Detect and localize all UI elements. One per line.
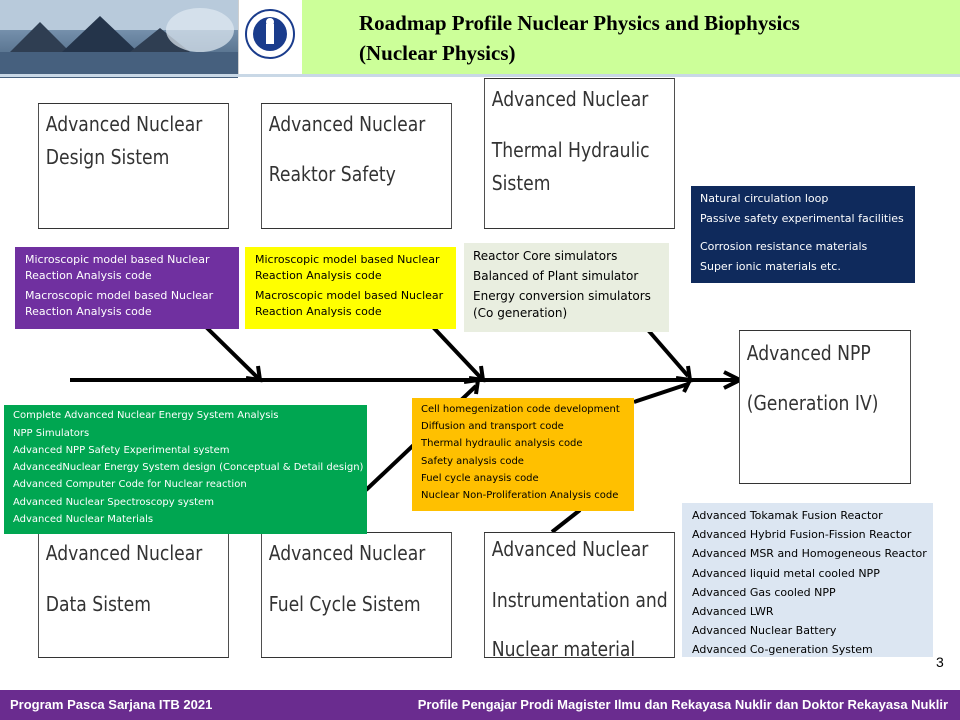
footer-right-text: Profile Pengajar Prodi Magister Ilmu dan… — [417, 697, 948, 712]
note-gray-line: Reactor Core simulators — [473, 249, 618, 263]
note-blue: Advanced Tokamak Fusion Reactor Advanced… — [682, 503, 933, 657]
note-orange-line: Diffusion and transport code — [421, 421, 564, 432]
note-orange-line: Safety analysis code — [421, 456, 524, 467]
header-banner-photo — [0, 0, 238, 78]
note-green: Complete Advanced Nuclear Energy System … — [4, 405, 367, 534]
note-purple-line: Macroscopic model based Nuclear — [25, 289, 214, 302]
note-gray-line: (Co generation) — [473, 306, 568, 320]
box-fuel-line-2: Fuel Cycle Sistem — [268, 592, 421, 616]
note-purple-line: Reaction Analysis code — [25, 305, 152, 318]
box-thermal-line-1: Advanced Nuclear — [491, 87, 649, 111]
page-title: Roadmap Profile Nuclear Physics and Biop… — [359, 8, 800, 68]
note-orange-line: Nuclear Non-Proliferation Analysis code — [421, 490, 619, 501]
rib-safety — [430, 324, 483, 380]
box-reactor-safety: Advanced Nuclear Reaktor Safety — [261, 103, 452, 229]
note-navy: Natural circulation loop Passive safety … — [691, 186, 915, 283]
box-design-line-1: Advanced Nuclear — [45, 112, 203, 136]
title-line-2: (Nuclear Physics) — [359, 41, 516, 65]
box-thermal-hydraulic: Advanced Nuclear Thermal Hydraulic Siste… — [484, 78, 675, 229]
box-thermal-line-3: Sistem — [491, 171, 551, 195]
rib-thermal — [646, 328, 690, 378]
slide-number: 3 — [936, 654, 944, 670]
note-gray-line: Balanced of Plant simulator — [473, 269, 639, 283]
box-data-line-2: Data Sistem — [45, 592, 152, 616]
title-divider — [0, 74, 960, 77]
note-orange-line: Thermal hydraulic analysis code — [421, 438, 583, 449]
note-purple-line: Microscopic model based Nuclear — [25, 253, 210, 266]
note-gray: Reactor Core simulators Balanced of Plan… — [464, 243, 669, 332]
note-green-line: Advanced Nuclear Materials — [13, 514, 154, 525]
box-thermal-line-2: Thermal Hydraulic — [491, 138, 650, 162]
box-fuel-line-1: Advanced Nuclear — [268, 541, 426, 565]
note-green-line: NPP Simulators — [13, 428, 90, 439]
title-line-1: Roadmap Profile Nuclear Physics and Biop… — [359, 11, 800, 35]
note-green-line: Advanced NPP Safety Experimental system — [13, 445, 230, 456]
box-npp-line-1: Advanced NPP — [746, 341, 871, 365]
box-instr-line-1: Advanced Nuclear — [491, 537, 649, 561]
box-advanced-npp: Advanced NPP (Generation IV) — [739, 330, 911, 484]
box-data-line-1: Advanced Nuclear — [45, 541, 203, 565]
note-orange-line: Cell homegenization code development — [421, 404, 620, 415]
box-fuel-cycle: Advanced Nuclear Fuel Cycle Sistem — [261, 532, 452, 658]
note-navy-line: Passive safety experimental facilities — [700, 212, 904, 225]
footer-bar: Program Pasca Sarjana ITB 2021 Profile P… — [0, 690, 960, 720]
box-npp-line-2: (Generation IV) — [746, 391, 879, 415]
note-purple-line: Reaction Analysis code — [25, 269, 152, 282]
box-instr-line-2: Instrumentation and — [491, 588, 668, 612]
rib-design — [203, 324, 260, 380]
note-blue-line: Advanced liquid metal cooled NPP — [692, 567, 880, 580]
title-bar: Roadmap Profile Nuclear Physics and Biop… — [302, 0, 960, 74]
note-navy-line: Corrosion resistance materials — [700, 240, 868, 253]
note-yellow-line: Microscopic model based Nuclear — [255, 253, 440, 266]
box-design-line-2: Design Sistem — [45, 145, 170, 169]
note-gray-line: Energy conversion simulators — [473, 289, 651, 303]
note-green-line: Complete Advanced Nuclear Energy System … — [13, 410, 279, 421]
note-blue-line: Advanced LWR — [692, 605, 774, 618]
note-green-line: Advanced Computer Code for Nuclear react… — [13, 479, 247, 490]
box-data-system: Advanced Nuclear Data Sistem — [38, 532, 229, 658]
note-yellow-line: Reaction Analysis code — [255, 305, 382, 318]
note-yellow: Microscopic model based Nuclear Reaction… — [245, 247, 456, 329]
note-navy-line: Natural circulation loop — [700, 192, 829, 205]
note-blue-line: Advanced Gas cooled NPP — [692, 586, 836, 599]
note-yellow-line: Macroscopic model based Nuclear — [255, 289, 444, 302]
box-safety-line-2: Reaktor Safety — [268, 162, 396, 186]
note-blue-line: Advanced Tokamak Fusion Reactor — [692, 509, 883, 522]
note-orange-line: Fuel cycle anaysis code — [421, 473, 539, 484]
note-blue-line: Advanced Nuclear Battery — [692, 624, 837, 637]
note-blue-line: Advanced MSR and Homogeneous Reactor — [692, 547, 927, 560]
note-navy-line: Super ionic materials etc. — [700, 260, 841, 273]
note-blue-line: Advanced Co-generation System — [692, 643, 873, 656]
itb-logo — [238, 0, 301, 74]
footer-left-text: Program Pasca Sarjana ITB 2021 — [10, 697, 213, 712]
box-instr-line-3: Nuclear material — [491, 637, 636, 661]
note-orange: Cell homegenization code development Dif… — [412, 398, 634, 511]
note-green-line: Advanced Nuclear Spectroscopy system — [13, 497, 214, 508]
note-green-line: AdvancedNuclear Energy System design (Co… — [13, 462, 364, 473]
note-yellow-line: Reaction Analysis code — [255, 269, 382, 282]
box-instrumentation: Advanced Nuclear Instrumentation and Nuc… — [484, 532, 675, 661]
note-blue-line: Advanced Hybrid Fusion-Fission Reactor — [692, 528, 912, 541]
note-purple: Microscopic model based Nuclear Reaction… — [15, 247, 239, 329]
rib-instrumentation — [550, 508, 582, 534]
box-design-system: Advanced Nuclear Design Sistem — [38, 103, 229, 229]
box-safety-line-1: Advanced Nuclear — [268, 112, 426, 136]
